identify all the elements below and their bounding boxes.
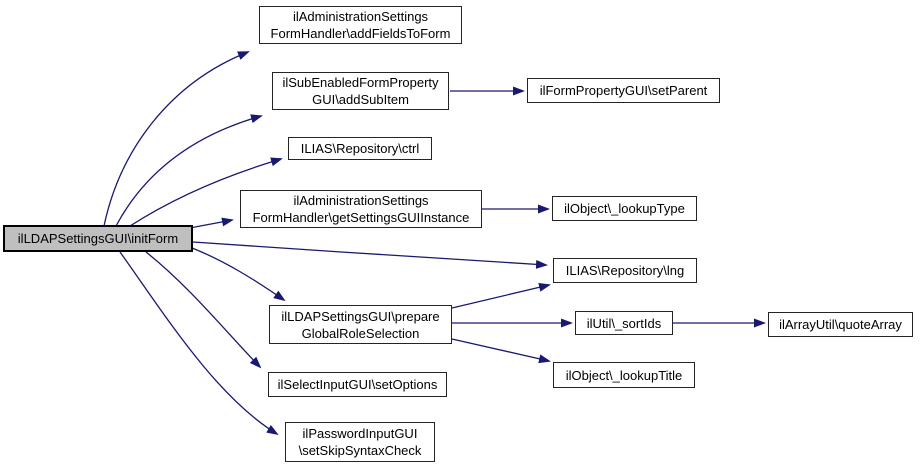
node-label: ILIAS\Repository\lng: [565, 263, 685, 278]
node-ilias-repository-ctrl[interactable]: ILIAS\Repository\ctrl: [288, 137, 432, 160]
node-label: ilFormPropertyGUI\setParent: [539, 83, 708, 98]
node-label: ILIAS\Repository\ctrl: [300, 141, 420, 156]
node-label: ilObject\_lookupType: [564, 201, 685, 216]
edge-preparegrs-to-lookuptitle: [451, 338, 551, 364]
node-label: GUI\addSubItem: [312, 92, 409, 107]
edge-initform-to-ctrl: [129, 157, 283, 227]
node-ilias-repository-lng[interactable]: ILIAS\Repository\lng: [553, 258, 697, 283]
node-ilpasswordinputgui-setskipsyntaxcheck[interactable]: ilPasswordInputGUI \setSkipSyntaxCheck: [285, 422, 435, 462]
node-iladministrationsettingsformhandler-getsettingsguiinstance[interactable]: ilAdministrationSettings FormHandler\get…: [240, 190, 482, 228]
node-ilselectinputgui-setoptions[interactable]: ilSelectInputGUI\setOptions: [268, 372, 447, 397]
node-label: ilLDAPSettingsGUI\prepare: [281, 308, 440, 324]
node-label: ilSubEnabledFormProperty: [282, 75, 439, 90]
edge-initform-to-setskipsyntaxcheck: [119, 251, 279, 436]
edge-initform-to-setoptions: [145, 251, 262, 369]
node-ilutil-sortids[interactable]: ilUtil\_sortIds: [575, 311, 673, 335]
node-ilobject-lookuptype[interactable]: ilObject\_lookupType: [552, 196, 697, 221]
node-label: FormHandler\getSettingsGUIInstance: [252, 210, 470, 225]
node-label: ilPasswordInputGUI: [302, 426, 418, 441]
node-ilarrayutil-quotearray[interactable]: ilArrayUtil\quoteArray: [768, 312, 913, 337]
node-label: FormHandler\addFieldsToForm: [270, 26, 451, 41]
node-ilsubenabledformpropertygui-addsubitem[interactable]: ilSubEnabledFormProperty GUI\addSubItem: [272, 72, 449, 110]
edge-initform-to-addfieldstoform: [103, 51, 250, 227]
node-label: ilAdministrationSettings: [292, 9, 429, 24]
edge-initform-to-preparegrs: [191, 247, 286, 302]
edge-preparegrs-to-lng: [451, 282, 551, 309]
node-ilformpropertygui-setparent[interactable]: ilFormPropertyGUI\setParent: [527, 78, 720, 103]
node-illdapsettingsgui-initform: ilLDAPSettingsGUI\initForm: [3, 225, 193, 252]
node-label: ilObject\_lookupTitle: [565, 367, 683, 383]
node-label: ilArrayUtil\quoteArray: [779, 317, 902, 332]
node-ilobject-lookuptitle[interactable]: ilObject\_lookupTitle: [553, 362, 695, 388]
node-label: GlobalRoleSelection: [301, 325, 420, 341]
node-label: ilSelectInputGUI\setOptions: [277, 377, 438, 392]
edge-initform-to-lng: [192, 241, 548, 269]
node-label: ilAdministrationSettings: [293, 193, 429, 208]
node-iladministrationsettingsformhandler-addfieldstoform[interactable]: ilAdministrationSettings FormHandler\add…: [259, 6, 462, 44]
edge-initform-to-getsettingsguiinstance: [189, 217, 234, 229]
edge-initform-to-addsubitem: [115, 114, 263, 227]
node-label: ilUtil\_sortIds: [586, 315, 662, 331]
node-label: \setSkipSyntaxCheck: [298, 443, 422, 458]
node-label: ilLDAPSettingsGUI\initForm: [17, 231, 179, 246]
node-illdapsettingsgui-prepareglobalroleselection[interactable]: ilLDAPSettingsGUI\prepare GlobalRoleSele…: [269, 305, 452, 344]
